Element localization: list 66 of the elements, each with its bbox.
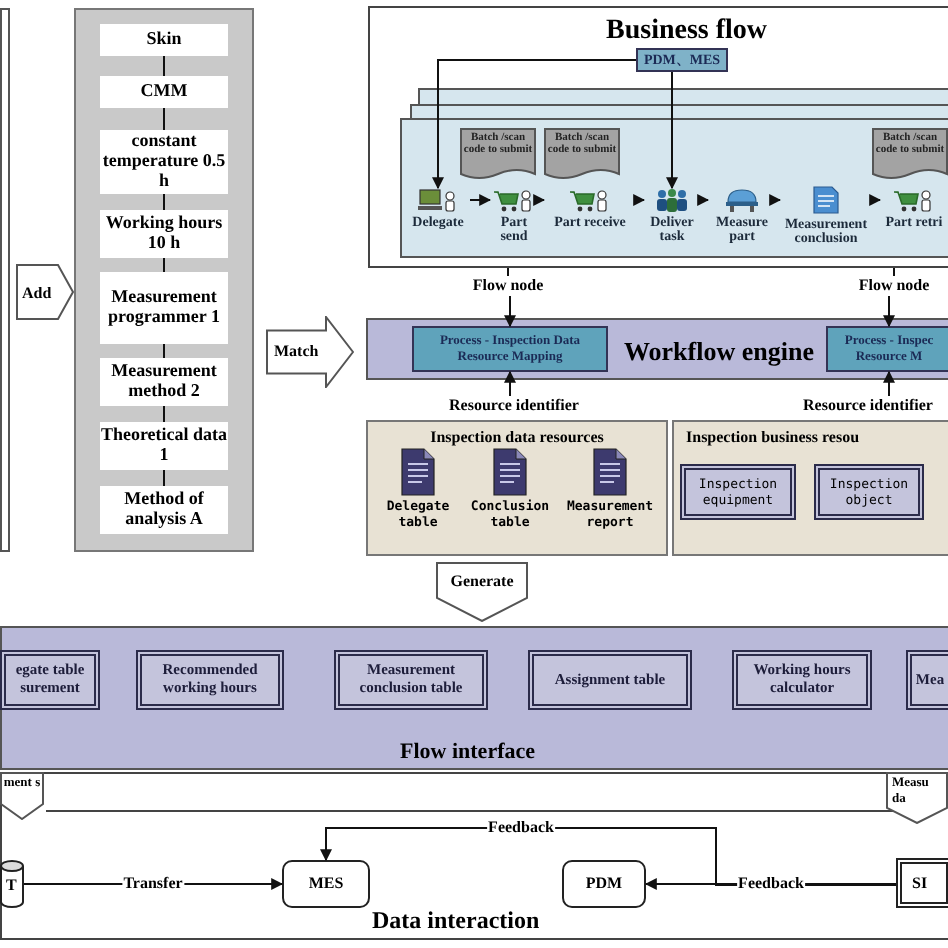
attribute-item: Method of analysis A xyxy=(100,486,228,534)
connector-line xyxy=(893,267,895,277)
match-arrow-shape xyxy=(266,316,354,388)
arrow xyxy=(469,194,492,206)
attribute-item: Working hours 10 h xyxy=(100,210,228,258)
arrow xyxy=(504,295,516,328)
arrow xyxy=(883,370,895,397)
connector-line xyxy=(163,343,165,359)
note-shape xyxy=(872,128,948,182)
edge-label: Transfer xyxy=(121,874,185,894)
edge-label: Feedback xyxy=(486,818,556,838)
pentagon-label-shape xyxy=(0,772,44,820)
system-box: SI xyxy=(896,858,948,908)
note-shape xyxy=(544,128,620,182)
connector-line xyxy=(163,107,165,131)
process-flow-panel xyxy=(400,118,948,258)
attribute-item: constant temperature 0.5 h xyxy=(100,130,228,194)
arrow xyxy=(666,71,678,190)
resource-panel xyxy=(672,420,948,556)
panel-title: Business flow xyxy=(606,14,768,50)
panel-edge xyxy=(0,8,10,552)
add-label: Add xyxy=(22,282,52,306)
generate-label: Generate xyxy=(448,570,516,594)
data-interaction-panel xyxy=(0,772,948,940)
panel-title: Inspection business resou xyxy=(686,426,860,450)
edge-label: Feedback xyxy=(736,874,806,894)
attribute-item: Measurement programmer 1 xyxy=(100,272,228,344)
panel-title: Data interaction xyxy=(372,904,540,938)
flow-node-label: Flow node xyxy=(462,276,554,296)
attribute-item: Skin xyxy=(100,24,228,56)
connector-line xyxy=(507,267,509,277)
panel-title: Inspection data resources xyxy=(428,426,606,450)
flow-interface-band xyxy=(0,626,948,770)
match-label: Match xyxy=(274,340,319,364)
attribute-item: Measurement method 2 xyxy=(100,358,228,406)
arrow xyxy=(697,194,710,206)
arrow xyxy=(504,370,516,397)
system-box: PDM xyxy=(562,860,646,908)
database-text: T xyxy=(6,874,17,898)
band-title: Flow interface xyxy=(400,738,535,768)
arrow xyxy=(533,194,546,206)
business-flow-panel xyxy=(368,6,948,268)
connector-line xyxy=(163,193,165,211)
connector-line xyxy=(163,257,165,273)
arrow xyxy=(633,194,646,206)
arrow xyxy=(869,194,882,206)
connector-line xyxy=(163,55,165,77)
workflow-engine-band xyxy=(366,318,948,380)
band-title: Workflow engine xyxy=(624,334,814,370)
system-box: MES xyxy=(282,860,370,908)
flow-node-label: Flow node xyxy=(848,276,940,296)
arrow xyxy=(432,59,637,190)
arrow xyxy=(883,295,895,328)
connector-line xyxy=(163,469,165,487)
database-cylinder xyxy=(0,860,24,908)
resource-identifier-label: Resource identifier xyxy=(788,396,948,416)
resource-panel xyxy=(366,420,668,556)
generate-arrow-shape xyxy=(436,562,528,622)
arrow xyxy=(769,194,782,206)
attribute-column-panel xyxy=(74,8,254,552)
resource-identifier-label: Resource identifier xyxy=(434,396,594,416)
attribute-item: Theoretical data 1 xyxy=(100,422,228,470)
note-shape xyxy=(460,128,536,182)
add-arrow-shape xyxy=(16,264,74,320)
attribute-item: CMM xyxy=(100,76,228,108)
connector-line xyxy=(163,405,165,423)
